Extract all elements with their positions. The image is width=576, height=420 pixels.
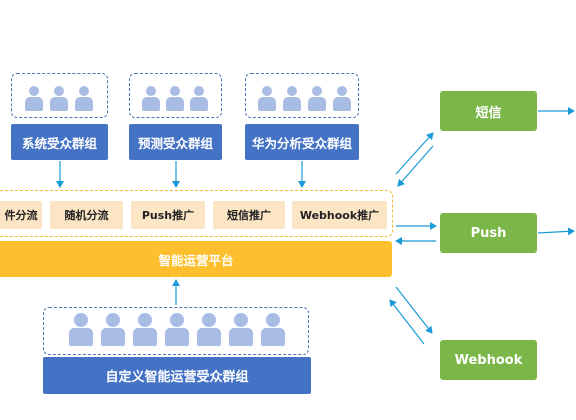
person-icon (190, 86, 208, 111)
tag-webhook-promotion: Webhook推广 (292, 201, 387, 229)
predict-group-label: 预测受众群组 (129, 124, 222, 160)
channel-push: Push (440, 213, 537, 253)
person-icon (142, 86, 160, 111)
arrow-webhook-to-platform (389, 299, 425, 345)
person-icon (333, 86, 351, 111)
person-icon (75, 86, 93, 111)
huawei-group-people-frame (245, 73, 359, 118)
channel-webhook: Webhook (440, 340, 537, 380)
person-icon (261, 313, 285, 346)
person-icon (101, 313, 125, 346)
person-icon (50, 86, 68, 111)
platform-container (0, 190, 393, 237)
person-icon (69, 313, 93, 346)
person-icon (165, 313, 189, 346)
tag-random-split: 随机分流 (50, 201, 123, 229)
arrow-platform-to-sms (395, 132, 434, 175)
person-icon (283, 86, 301, 111)
arrow-push-out (537, 227, 575, 236)
channel-sms: 短信 (440, 91, 537, 131)
arrow-sms-to-platform (397, 145, 434, 187)
person-icon (166, 86, 184, 111)
huawei-group-label: 华为分析受众群组 (245, 124, 359, 160)
person-icon (308, 86, 326, 111)
person-icon (197, 313, 221, 346)
arrow-platform-to-webhook (395, 286, 433, 334)
person-icon (25, 86, 43, 111)
custom-group-label: 自定义智能运营受众群组 (43, 357, 311, 394)
predict-group-people-frame (129, 73, 222, 118)
custom-group-people-frame (43, 307, 309, 355)
person-icon (258, 86, 276, 111)
system-group-label: 系统受众群组 (11, 124, 108, 160)
tag-sms-promotion: 短信推广 (213, 201, 285, 229)
person-icon (133, 313, 157, 346)
person-icon (229, 313, 253, 346)
tag-push-promotion: Push推广 (131, 201, 205, 229)
tag-rule-split: 件分流 (0, 201, 42, 229)
system-group-people-frame (11, 73, 108, 118)
platform-bar: 智能运营平台 (0, 241, 392, 277)
